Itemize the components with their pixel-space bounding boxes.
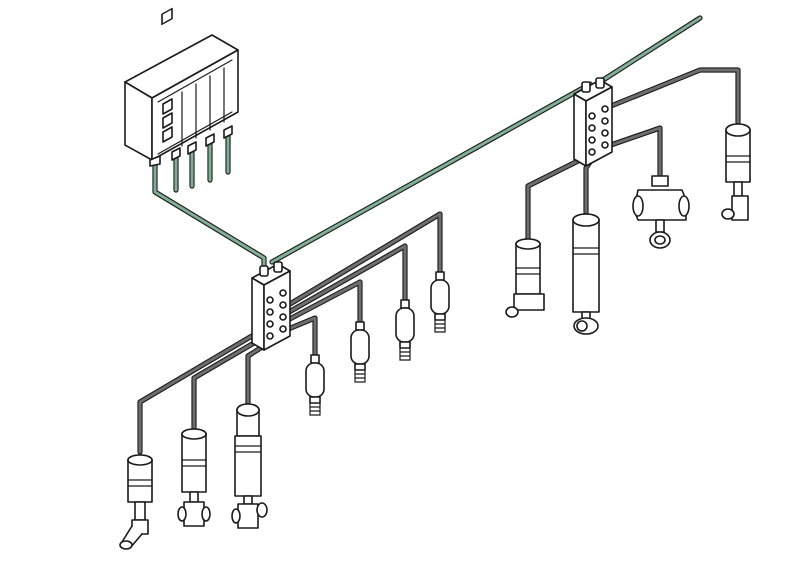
bus-cables — [152, 15, 703, 271]
sensor-icon — [305, 354, 325, 416]
device-cables-right — [525, 67, 741, 241]
junction-box-icon — [251, 261, 291, 351]
valve-icon — [177, 428, 211, 527]
sensor-icon — [350, 321, 370, 383]
sensor-icon — [395, 299, 415, 361]
valve-icon — [119, 454, 153, 550]
control-cabinet-icon — [124, 7, 239, 167]
valve-icon — [505, 238, 545, 318]
sensor-icon — [430, 271, 450, 333]
valve-icon — [231, 403, 268, 529]
actuator-icon — [632, 175, 690, 249]
valve-icon — [572, 213, 600, 335]
junction-box-icon — [573, 77, 613, 167]
valve-icon — [721, 123, 751, 221]
